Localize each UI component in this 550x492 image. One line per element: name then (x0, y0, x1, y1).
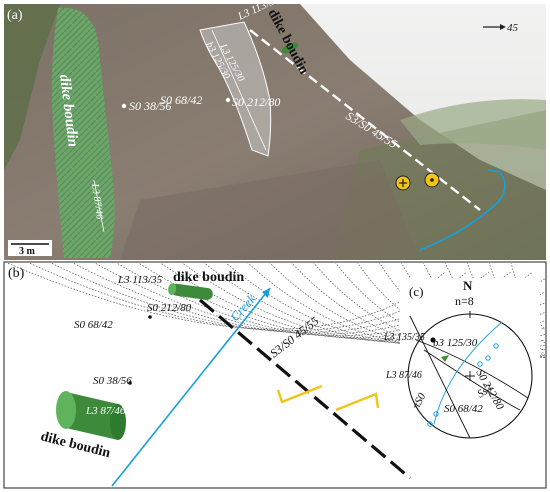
station-dot-b1 (148, 315, 152, 319)
lineation-1-c: L3 135/35 (383, 332, 425, 343)
panel-a (4, 4, 546, 260)
lineation-top-b: L3 113/35 (117, 274, 163, 286)
station-dot-1 (121, 103, 127, 109)
fold-trace-line (116, 263, 545, 338)
shear-arrow-2 (335, 392, 380, 412)
lineation-cyl-label: L3 87/46 (85, 405, 126, 417)
great-circle-1 (415, 339, 529, 399)
fold-hinge-c: b3 125/30 (433, 337, 478, 349)
lineation-left-tick (93, 179, 105, 233)
bedding-2-c: S0 68/42 (444, 403, 483, 415)
left-vegetation (4, 4, 60, 170)
b3-point (430, 337, 436, 343)
lineation-left-a: L3 87/46 (89, 182, 105, 220)
dot-marker-center (430, 178, 434, 182)
panel-b-label: (b) (8, 266, 25, 281)
n-count: n=8 (455, 294, 474, 308)
scale-bar-label: 3 m (19, 246, 36, 257)
small-dike-marker (281, 42, 299, 54)
panel-a-label: (a) (7, 8, 23, 23)
creek-arrow-b (111, 287, 271, 487)
station-dot-b2 (128, 381, 132, 385)
lineation-triangle (441, 355, 449, 362)
girdle-line (409, 315, 471, 439)
station-dot-2 (225, 97, 231, 103)
bedding-3-b: S0 38/56 (93, 375, 132, 387)
plus-sign (399, 179, 407, 187)
north-arrow-value: 45 (507, 22, 519, 34)
bedding-3-a: S0 38/56 (129, 99, 171, 113)
dike-cylinder-small (168, 283, 213, 300)
fold-outline (199, 21, 272, 157)
panel-c-label: (c) (409, 284, 423, 299)
fold-trace-line (181, 263, 545, 343)
fold-trace-line (335, 263, 545, 355)
center-cross (465, 371, 475, 381)
dike-boudin-top-b: dike boudin (173, 270, 244, 285)
fold-trace-line (357, 263, 545, 356)
bedding-2-a: S0 212/80 (232, 95, 280, 109)
fold-trace-line (50, 263, 490, 333)
fold-trace-line (203, 263, 545, 345)
panel-c: (c) N n=8 L3 135/35 b3 125/30 L3 87/46 S… (383, 278, 540, 444)
pole-points (427, 343, 499, 427)
lineation-2-c: L3 87/46 (385, 370, 422, 381)
dike-cylinder-large (56, 391, 126, 440)
distant-hill (400, 99, 546, 150)
north-arrow-head (500, 24, 506, 30)
north-label: N (463, 278, 473, 293)
bedding-2-b: S0 212/80 (147, 302, 192, 314)
bedding-1-a: S0 68/42 (160, 93, 202, 107)
fold-axis (211, 29, 267, 151)
creek-arrowhead (262, 288, 270, 298)
creek-line (419, 169, 506, 251)
dike-boudin-body (51, 7, 115, 258)
great-circle-2 (423, 349, 521, 411)
rock-debris (120, 160, 420, 260)
foliation-trace-b (198, 298, 412, 480)
bedding-1-b: S0 68/42 (74, 319, 113, 331)
fold-trace-line (291, 263, 545, 351)
foliation-trace (249, 29, 481, 211)
shear-arrow-1 (276, 384, 323, 404)
